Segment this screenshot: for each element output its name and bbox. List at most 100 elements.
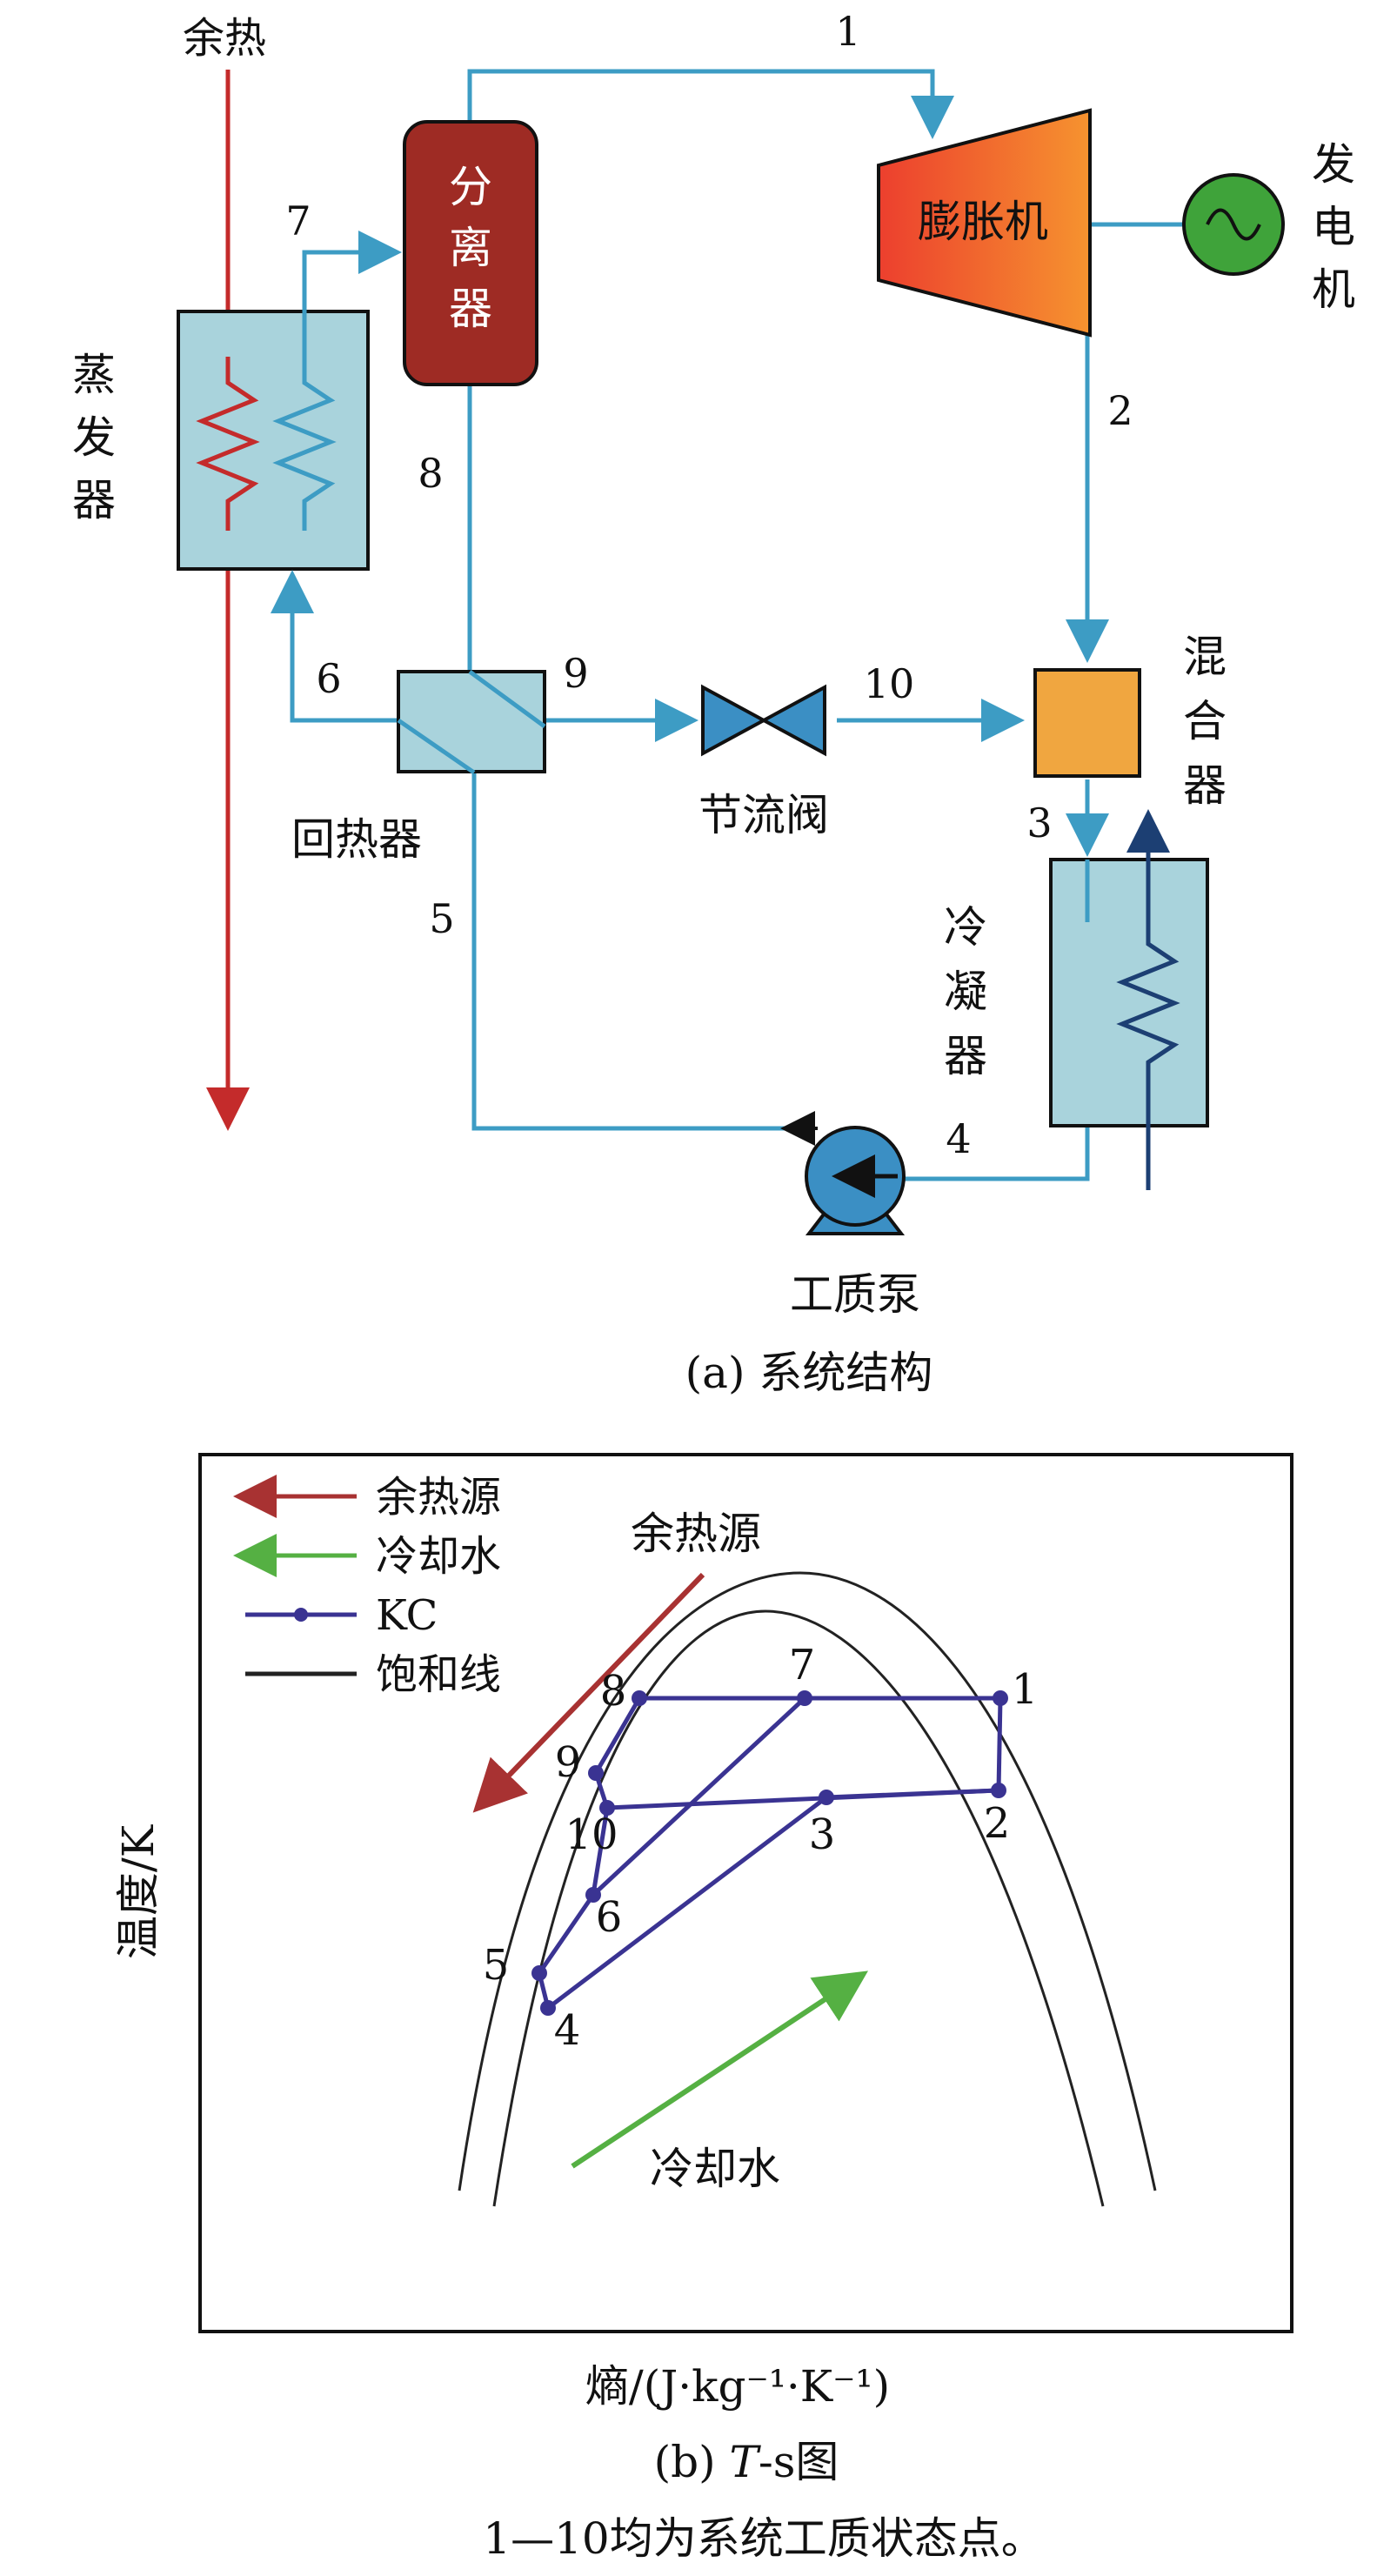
kc-point-2	[991, 1783, 1006, 1798]
kc-point-1	[993, 1690, 1008, 1706]
generator-label-2: 电	[1312, 202, 1355, 252]
waste-heat-arrow	[472, 1572, 705, 1813]
generator-label-1: 发	[1312, 139, 1355, 190]
system-structure-diagram: 余热 蒸 发 器	[72, 8, 1355, 1398]
throttle-valve: 节流阀	[699, 684, 829, 840]
kc-point-8	[632, 1690, 647, 1706]
condenser-label-1: 冷	[944, 902, 987, 953]
kc-segment-4-3	[546, 1796, 828, 2010]
kc-point-3	[819, 1790, 834, 1805]
pump: 工质泵	[780, 1111, 920, 1320]
kc-point-label-8: 8	[600, 1667, 627, 1716]
expander-label: 膨胀机	[918, 197, 1048, 247]
state-point-2: 2	[1107, 387, 1133, 434]
state-point-4: 4	[946, 1115, 971, 1162]
plot-frame	[198, 1453, 1293, 2333]
kc-segment-9-8	[593, 1696, 642, 1775]
kc-segment-6-7	[592, 1696, 806, 1897]
pipe-6	[271, 570, 398, 723]
condenser-label-2: 凝	[944, 967, 987, 1017]
state-point-6: 6	[316, 655, 341, 702]
working-fluid-coil-icon	[272, 357, 337, 531]
pipe-5	[471, 773, 809, 1131]
kc-point-label-3: 3	[809, 1810, 836, 1859]
mixer: 混 合 器	[1033, 632, 1227, 811]
footnote: 1—10均为系统工质状态点。	[483, 2513, 1044, 2564]
state-point-3: 3	[1026, 800, 1052, 846]
sine-wave-icon	[1206, 208, 1261, 241]
pipe-1	[467, 69, 954, 139]
condenser: 冷 凝 器	[944, 809, 1209, 1190]
mixer-label-2: 合	[1183, 696, 1227, 746]
kc-point-6	[585, 1887, 601, 1903]
cooling-water-coil-icon	[1116, 809, 1180, 1190]
state-point-1: 1	[835, 8, 860, 55]
kc-point-label-2: 2	[984, 1799, 1011, 1848]
kc-point-10	[599, 1800, 615, 1816]
kc-point-label-7: 7	[789, 1641, 816, 1689]
state-point-10: 10	[864, 660, 915, 707]
saturation-line-outer	[458, 1571, 1157, 2191]
separator-label-1: 分	[449, 162, 492, 212]
state-point-labels: 1 2 3 4 5 6 7 8 9 10	[285, 8, 1133, 1162]
kc-point-7	[797, 1690, 812, 1706]
separator-label-2: 离	[449, 223, 492, 273]
legend-label-waste-heat: 余热源	[376, 1473, 501, 1522]
kc-segment-6-10	[591, 1807, 610, 1896]
legend-label-saturation: 饱和线	[376, 1650, 501, 1699]
state-point-9: 9	[563, 650, 588, 697]
separator-label-3: 器	[449, 284, 492, 334]
legend-item-saturation: 饱和线	[245, 1650, 501, 1699]
legend-item-waste-heat: 余热源	[233, 1473, 501, 1522]
expander: 膨胀机	[877, 108, 1092, 338]
kc-segment-1-2	[996, 1697, 1003, 1791]
caption-b: (b) T-s图	[654, 2437, 839, 2487]
waste-heat-arrow-label: 余热源	[631, 1509, 761, 1559]
y-axis-label: 温度/K	[113, 1823, 164, 1959]
mixer-label-3: 器	[1183, 760, 1227, 811]
kc-point-label-5: 5	[483, 1941, 510, 1990]
separator: 分 离 器	[403, 120, 538, 386]
legend-label-kc: KC	[376, 1591, 438, 1640]
evaporator: 蒸 发 器	[72, 310, 370, 571]
evaporator-label-3: 器	[72, 475, 116, 525]
kc-point-9	[588, 1765, 604, 1781]
state-point-7: 7	[285, 197, 311, 244]
cooling-water-arrow	[571, 1970, 869, 2169]
x-axis-label: 熵/(J·kg⁻¹·K⁻¹)	[585, 2361, 890, 2412]
kc-segment-5-6	[537, 1893, 596, 1975]
recuperator: 回热器	[291, 669, 546, 865]
kc-point-5	[531, 1965, 547, 1981]
legend: 余热源 冷却水 KC 饱和线	[233, 1473, 501, 1699]
pump-label: 工质泵	[790, 1269, 920, 1320]
kc-cycle-lines	[537, 1696, 1003, 2010]
pipe-7	[302, 231, 402, 357]
evaporator-label-1: 蒸	[72, 350, 116, 400]
cooling-water-arrow-label: 冷却水	[650, 2144, 780, 2194]
state-point-5: 5	[429, 895, 454, 942]
kc-point-label-6: 6	[596, 1893, 623, 1942]
generator-label-3: 机	[1312, 264, 1355, 315]
kc-point-4	[540, 2000, 556, 2016]
legend-label-cooling-water: 冷却水	[376, 1532, 501, 1581]
kc-point-label-10: 10	[565, 1810, 618, 1859]
kc-point-label-9: 9	[555, 1738, 582, 1787]
generator: 发 电 机	[1182, 139, 1355, 315]
waste-heat-label: 余热	[183, 14, 266, 63]
kc-segment-3-2	[826, 1788, 999, 1800]
recuperator-label: 回热器	[291, 814, 422, 865]
kc-point-label-4: 4	[554, 2006, 581, 2055]
heat-coil-icon	[196, 357, 260, 531]
legend-item-kc: KC	[245, 1591, 438, 1640]
kc-point-label-1: 1	[1012, 1665, 1039, 1714]
caption-a: (a) 系统结构	[685, 1348, 933, 1398]
evaporator-label-2: 发	[72, 412, 116, 463]
legend-item-cooling-water: 冷却水	[233, 1532, 501, 1581]
condenser-label-3: 器	[944, 1031, 987, 1081]
saturation-line-inner	[492, 1609, 1105, 2207]
waste-heat-stream: 余热	[183, 14, 266, 1131]
throttle-valve-label: 节流阀	[699, 790, 829, 840]
